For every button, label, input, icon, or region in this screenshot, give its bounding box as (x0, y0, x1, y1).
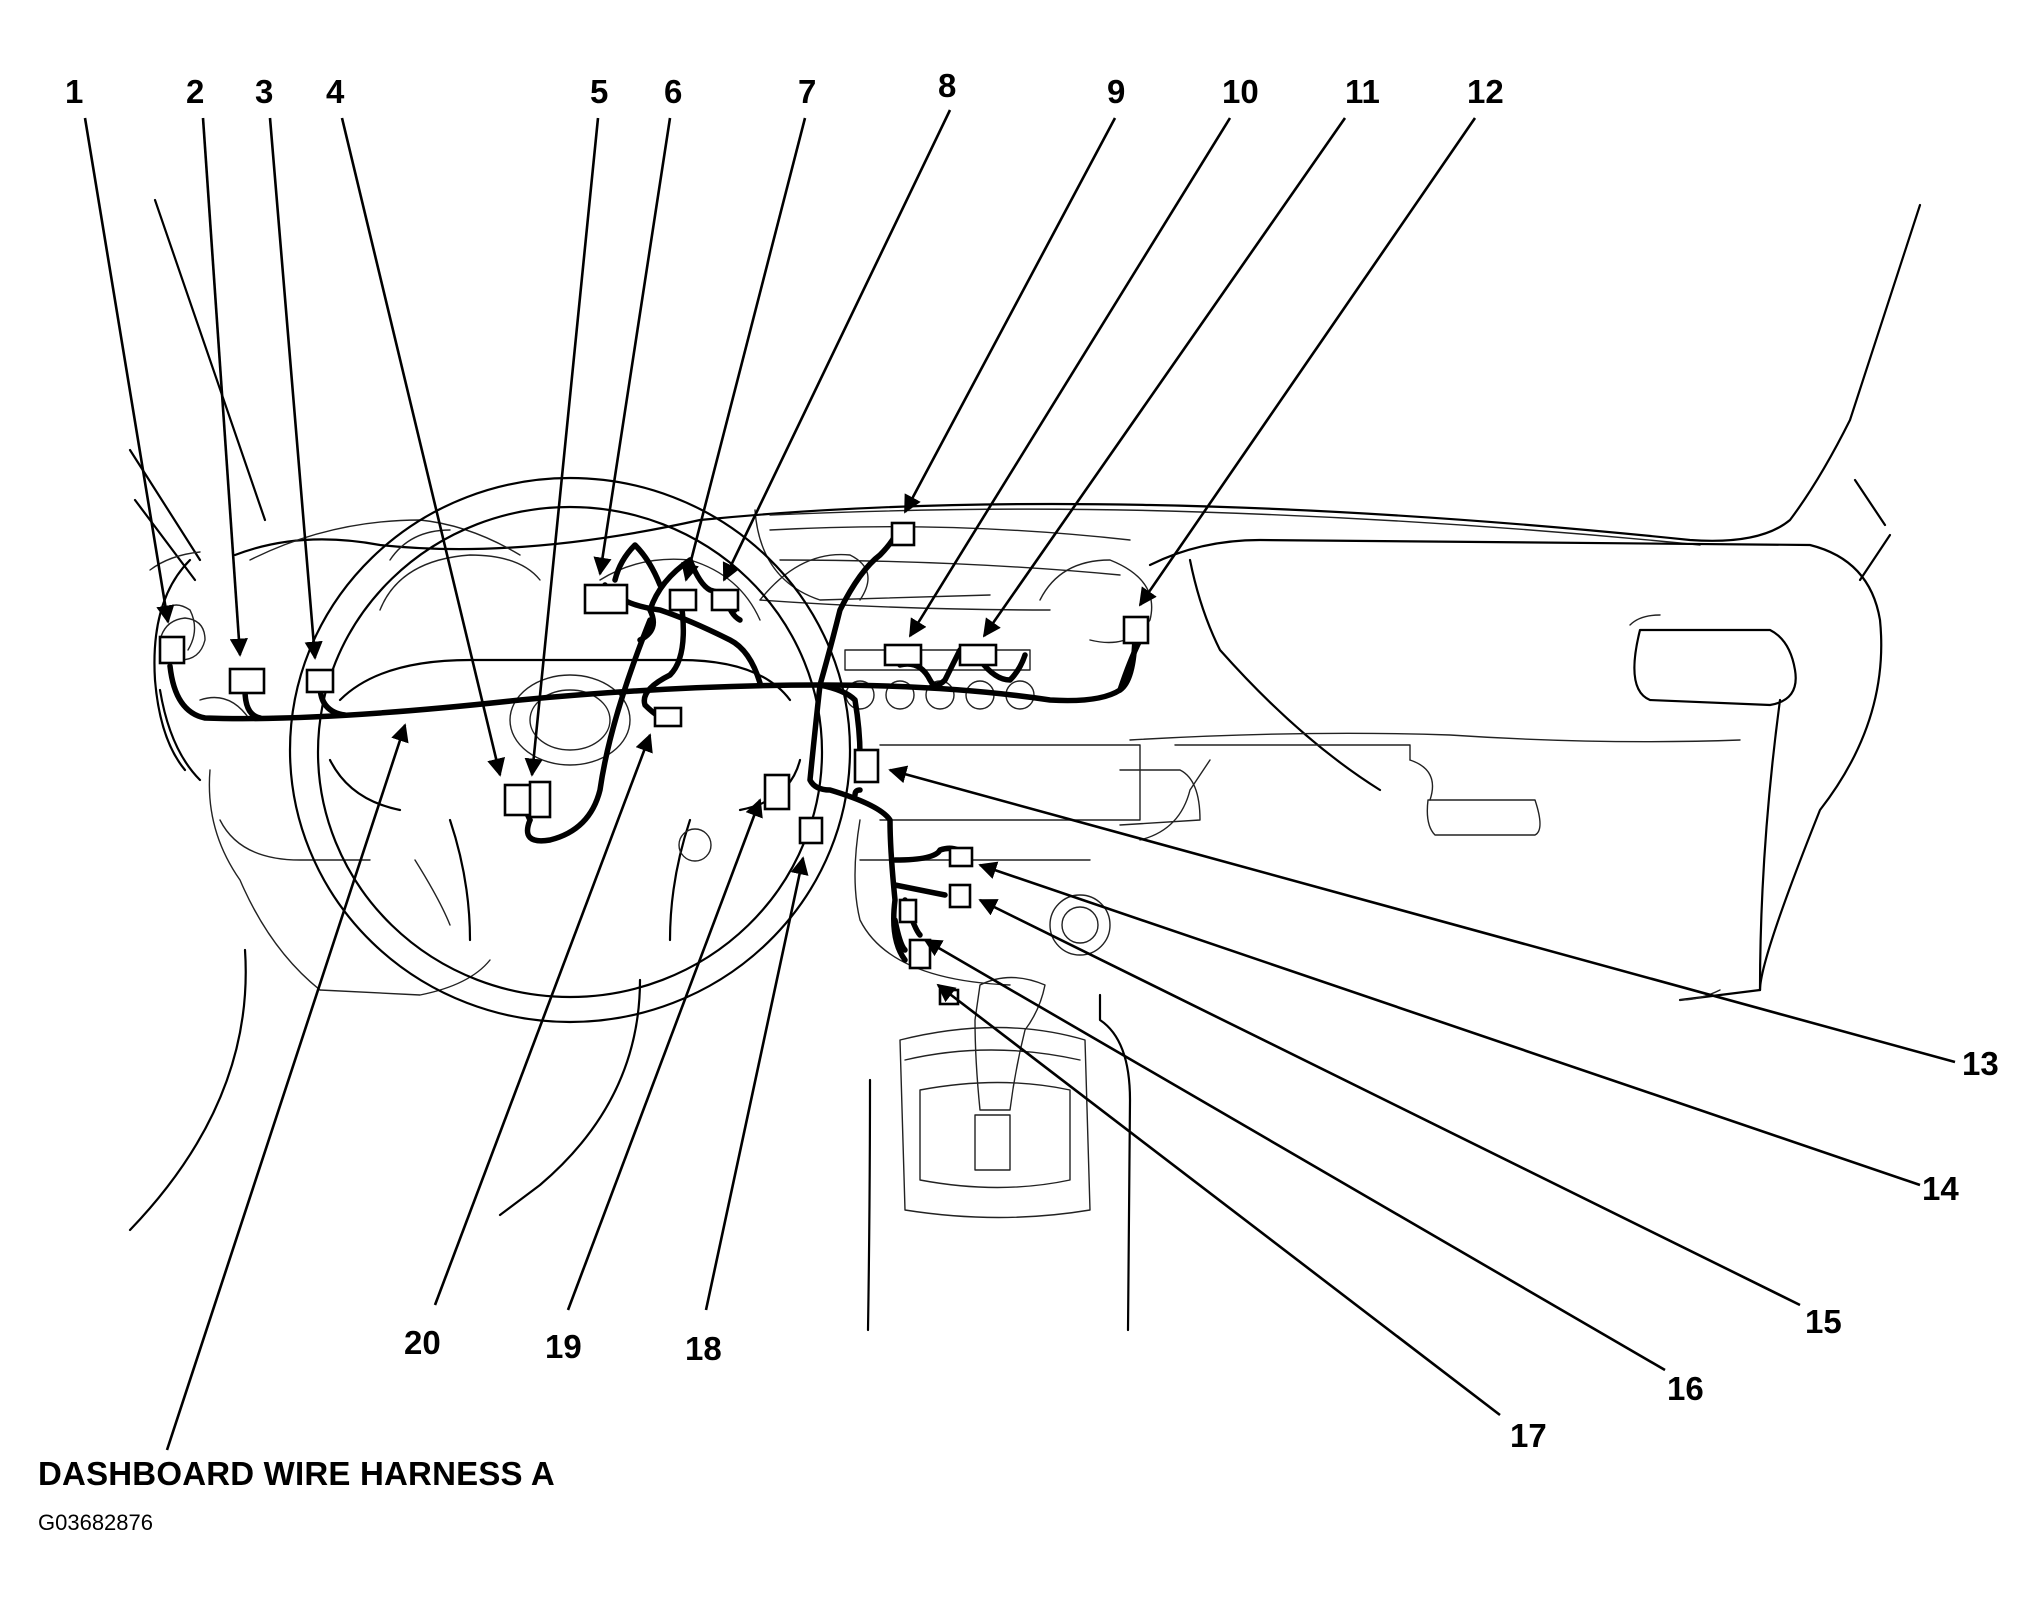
callout-numbers: 1 2 3 4 5 6 7 8 9 10 11 12 13 14 15 16 1… (65, 67, 1999, 1454)
callout-12: 12 (1467, 73, 1504, 110)
callout-16: 16 (1667, 1370, 1704, 1407)
callout-18: 18 (685, 1330, 722, 1367)
callout-1: 1 (65, 73, 83, 110)
callout-17: 17 (1510, 1417, 1547, 1454)
callout-13: 13 (1962, 1045, 1999, 1082)
callout-14: 14 (1922, 1170, 1959, 1207)
callout-11: 11 (1345, 73, 1380, 110)
callout-9: 9 (1107, 73, 1125, 110)
connectors (158, 521, 1150, 1006)
leader-lines (83, 109, 1956, 1451)
callout-7: 7 (798, 73, 816, 110)
callout-3: 3 (255, 73, 273, 110)
wire-harness (167, 522, 1143, 963)
callout-19: 19 (545, 1328, 582, 1365)
callout-15: 15 (1805, 1303, 1842, 1340)
callout-6: 6 (664, 73, 682, 110)
callout-20: 20 (404, 1324, 441, 1361)
callout-10: 10 (1222, 73, 1259, 110)
dashboard-outline (128, 198, 1922, 1332)
callout-2: 2 (186, 73, 204, 110)
callout-4: 4 (326, 73, 345, 110)
diagram-caption: DASHBOARD WIRE HARNESS A (38, 1455, 555, 1492)
steering-wheel (288, 476, 852, 1024)
callout-5: 5 (590, 73, 608, 110)
callout-8: 8 (938, 67, 956, 104)
figure-id: G03682876 (38, 1510, 153, 1535)
